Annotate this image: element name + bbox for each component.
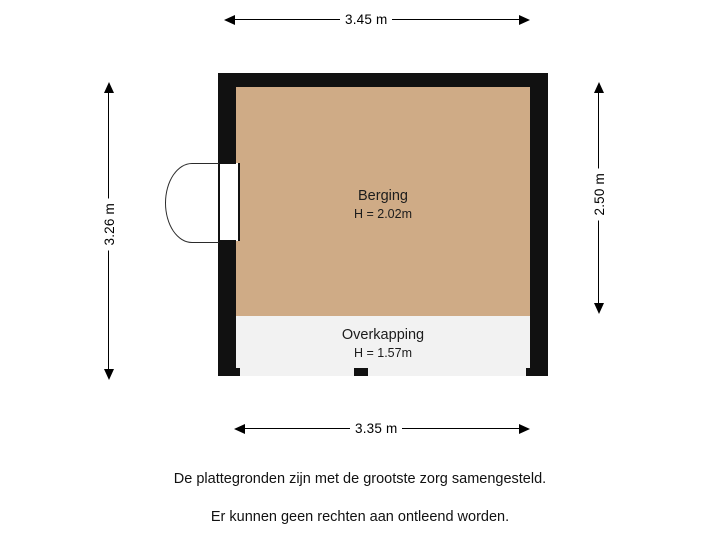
post-bottom-right bbox=[526, 368, 548, 376]
door-jamb-bottom bbox=[218, 240, 236, 245]
room-berging-label: Berging H = 2.02m bbox=[313, 187, 453, 223]
dimension-top-arrow-left bbox=[224, 15, 235, 25]
wall-overkapping-right bbox=[530, 313, 548, 376]
wall-overkapping-left bbox=[218, 313, 236, 376]
door-hinge bbox=[164, 162, 166, 164]
door-opening bbox=[218, 163, 240, 241]
dimension-bottom-arrow-right bbox=[519, 424, 530, 434]
room-overkapping-height: H = 1.57m bbox=[353, 346, 412, 360]
room-overkapping bbox=[218, 313, 548, 376]
post-bottom-left bbox=[218, 368, 240, 376]
dimension-left-arrow-down bbox=[104, 369, 114, 380]
dimension-top-label: 3.45 m bbox=[340, 10, 393, 30]
room-overkapping-fill bbox=[218, 313, 548, 376]
dimension-top-arrow-right bbox=[519, 15, 530, 25]
room-overkapping-label: Overkapping H = 1.57m bbox=[313, 326, 453, 362]
post-bottom-center bbox=[354, 368, 368, 376]
dimension-bottom-label: 3.35 m bbox=[350, 419, 403, 439]
dimension-bottom-arrow-left bbox=[234, 424, 245, 434]
room-berging-height: H = 2.02m bbox=[353, 207, 412, 221]
room-berging-floor bbox=[236, 87, 530, 316]
dimension-right-arrow-up bbox=[594, 82, 604, 93]
dimension-left-arrow-up bbox=[104, 82, 114, 93]
door-jamb-top bbox=[218, 159, 236, 164]
floor-plan: Berging H = 2.02m Overkapping H = 1.57m bbox=[165, 73, 548, 376]
door-swing-arc bbox=[165, 163, 219, 243]
dimension-right-arrow-down bbox=[594, 303, 604, 314]
dimension-left-label: 3.26 m bbox=[100, 198, 120, 251]
disclaimer-line-1: De plattegronden zijn met de grootste zo… bbox=[173, 471, 547, 487]
disclaimer-line-2: Er kunnen geen rechten aan ontleend word… bbox=[210, 509, 510, 525]
room-berging-name: Berging bbox=[358, 188, 408, 204]
room-overkapping-name: Overkapping bbox=[341, 327, 425, 343]
dimension-right-label: 2.50 m bbox=[590, 168, 610, 221]
